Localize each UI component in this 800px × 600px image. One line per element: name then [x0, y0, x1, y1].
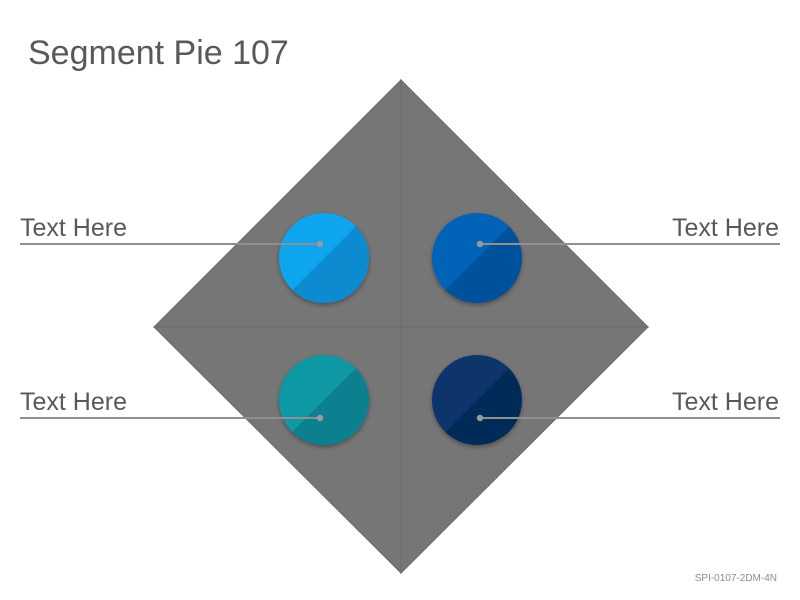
leader-dot-2 [476, 240, 484, 248]
leader-dot-1 [316, 240, 324, 248]
segment-label-3: Text Here [20, 388, 127, 416]
segment-circle-4 [432, 355, 522, 445]
segment-circle-1 [279, 213, 369, 303]
segment-circle-2 [432, 213, 522, 303]
segment-label-2: Text Here [672, 214, 779, 242]
footer-code: SPI-0107-2DM-4N [694, 573, 777, 584]
segment-label-1: Text Here [20, 214, 127, 242]
diamond-quadrant-bottom-left [152, 326, 402, 575]
leader-dot-3 [316, 414, 324, 422]
segment-circle-3 [279, 355, 369, 445]
diamond-quadrant-bottom-right [400, 326, 650, 575]
segment-label-4: Text Here [672, 388, 779, 416]
leader-dot-4 [476, 414, 484, 422]
diamond-quadrant-top-left [152, 78, 402, 328]
diamond-quadrant-top-right [400, 78, 650, 328]
page-title: Segment Pie 107 [28, 34, 289, 72]
